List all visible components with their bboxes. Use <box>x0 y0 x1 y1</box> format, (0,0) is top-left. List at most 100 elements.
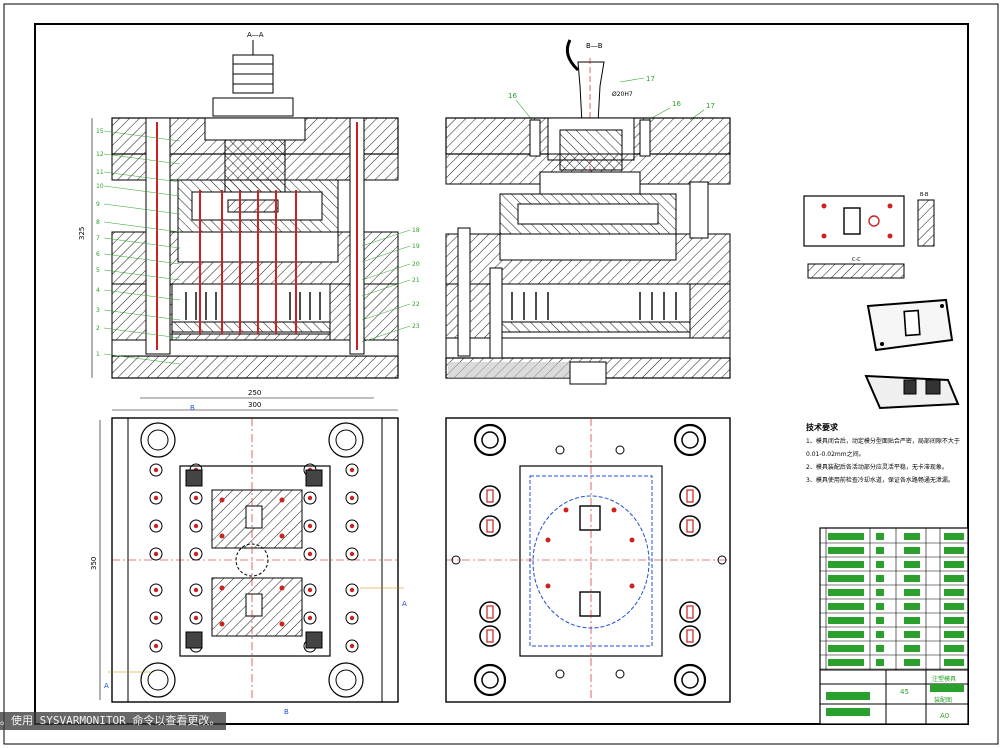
tb-name: 注塑模具 <box>932 675 956 683</box>
guide-bush-inner <box>481 431 499 449</box>
screw-hole-center <box>307 495 313 501</box>
screw-hole-center <box>349 587 355 593</box>
spring-hole <box>679 485 701 507</box>
corner-block <box>305 469 323 487</box>
screw-hole <box>303 491 317 505</box>
screw-hole <box>345 547 359 561</box>
callout-label-mid: 23 <box>412 323 420 330</box>
ejector-pin <box>219 585 225 591</box>
callout-leader <box>103 203 181 215</box>
spring-slot <box>486 629 494 643</box>
ejector-pin <box>629 537 635 543</box>
callout-leader <box>103 185 181 197</box>
callout-label-left: 4 <box>96 287 100 294</box>
screw-hole <box>189 519 203 533</box>
bom-cell-material <box>904 561 920 568</box>
screw-hole <box>303 583 317 597</box>
screw-hole-center <box>193 587 199 593</box>
screw-hole <box>345 611 359 625</box>
bom-cell-note <box>944 645 964 652</box>
ejector-pin <box>611 507 617 513</box>
screw-hole <box>189 611 203 625</box>
callout-label-left: 5 <box>96 267 100 274</box>
screw-hole-center <box>349 495 355 501</box>
spring-slot <box>686 629 694 643</box>
bom-cell-name <box>828 603 864 610</box>
bom-cell-name <box>828 645 864 652</box>
ejector-pin <box>219 621 225 627</box>
tech-req-title: 技术要求 <box>806 422 839 432</box>
tech-requirements[interactable]: 技术要求 1、模具闭合后，动定模分型面贴合严密，局部间隙不大于 0.01-0.0… <box>806 422 960 484</box>
bom-cell-note <box>944 575 964 582</box>
dim-325: 325 <box>78 227 86 240</box>
screw-hole-center <box>349 467 355 473</box>
part-detail-views[interactable]: B-B C-C <box>803 192 960 410</box>
guide-bush-inner <box>481 671 499 689</box>
plan-view-left[interactable]: 250 300 350 B B A A <box>90 389 407 716</box>
callout-label-left: 9 <box>96 201 100 208</box>
inner-frame <box>34 23 969 725</box>
screw-hole <box>149 639 163 653</box>
spring-slot <box>686 489 694 503</box>
guide-bush <box>673 423 707 457</box>
callout-16a: 16 <box>508 92 517 100</box>
callout-17: 17 <box>706 102 715 110</box>
screw-hole <box>345 463 359 477</box>
screw-hole <box>149 611 163 625</box>
callout-leader <box>103 327 181 339</box>
tb-material: 45 <box>900 688 909 696</box>
ejector-pin <box>545 537 551 543</box>
callout-label-mid: 22 <box>412 301 420 308</box>
callout-label-left: 15 <box>96 128 104 135</box>
plan-view-right[interactable] <box>445 417 731 703</box>
ejector-pin <box>279 585 285 591</box>
callout-label-mid: 18 <box>412 227 420 234</box>
guide-bush <box>673 663 707 697</box>
callout-leader <box>103 171 181 183</box>
spring-hole <box>479 601 501 623</box>
guide-pillar-hole <box>140 662 176 698</box>
spring-hole <box>679 601 701 623</box>
guide-pillar-inner <box>147 669 169 691</box>
outer-frame <box>3 3 999 745</box>
bom-cell-note <box>944 631 964 638</box>
callout-label-mid: 19 <box>412 243 420 250</box>
command-line-status: 。使用 SYSVARMONITOR 命令以查看更改。 <box>0 712 227 730</box>
screw-hole <box>189 547 203 561</box>
plan-label-a-right: A <box>402 600 407 608</box>
title-block[interactable]: 45 注塑模具 装配图 A0 <box>819 527 969 725</box>
ejector-pin <box>629 583 635 589</box>
section-bb-label: B—B <box>586 42 603 50</box>
section-bb-view[interactable]: B—B Ø20H7 17 16 16 17 <box>445 39 731 385</box>
callout-leader <box>103 237 181 249</box>
tech-req-line-3: 2、模具装配后各活动部分应灵活平稳，无卡滞现象。 <box>806 463 948 471</box>
tb-scale: A0 <box>940 712 949 720</box>
callout-label-left: 12 <box>96 151 104 158</box>
bom-table <box>820 528 968 670</box>
tech-req-line-1: 1、模具闭合后，动定模分型面贴合严密，局部间隙不大于 <box>806 437 960 445</box>
screw-hole-center <box>193 523 199 529</box>
spring-slot <box>486 489 494 503</box>
dim-250: 250 <box>248 389 261 397</box>
guide-pillar-hole <box>328 662 364 698</box>
bom-cell-note <box>944 589 964 596</box>
screw-hole <box>189 583 203 597</box>
bom-cell-qty <box>876 547 884 554</box>
callout-leader <box>103 221 181 233</box>
screw-hole <box>189 491 203 505</box>
screw-hole-center <box>153 467 159 473</box>
guide-bush-inner <box>681 671 699 689</box>
guide-pillar-hole <box>140 422 176 458</box>
bom-cell-qty <box>876 533 884 540</box>
section-aa-label: A—A <box>247 31 264 39</box>
spring-hole <box>679 625 701 647</box>
bolt-hole <box>451 555 461 565</box>
spring-slot <box>686 519 694 533</box>
tech-req-line-4: 3、模具使用前检查冷却水道，保证各水路畅通无泄漏。 <box>806 476 954 484</box>
section-aa-view[interactable]: A—A <box>78 31 420 379</box>
tb-drawing: 装配图 <box>934 696 952 704</box>
screw-hole <box>303 519 317 533</box>
screw-hole-center <box>153 615 159 621</box>
